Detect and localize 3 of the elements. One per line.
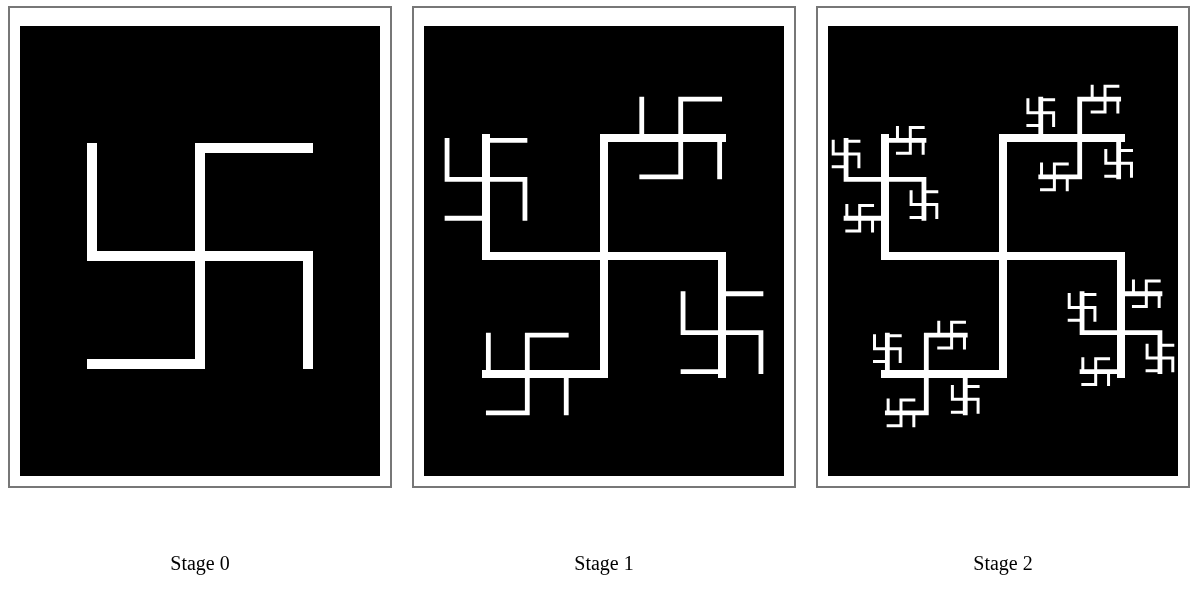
stage-caption: Stage 1 — [573, 552, 635, 575]
stage-caption: Stage 2 — [972, 552, 1034, 575]
stage-caption: Stage 0 — [169, 552, 231, 575]
